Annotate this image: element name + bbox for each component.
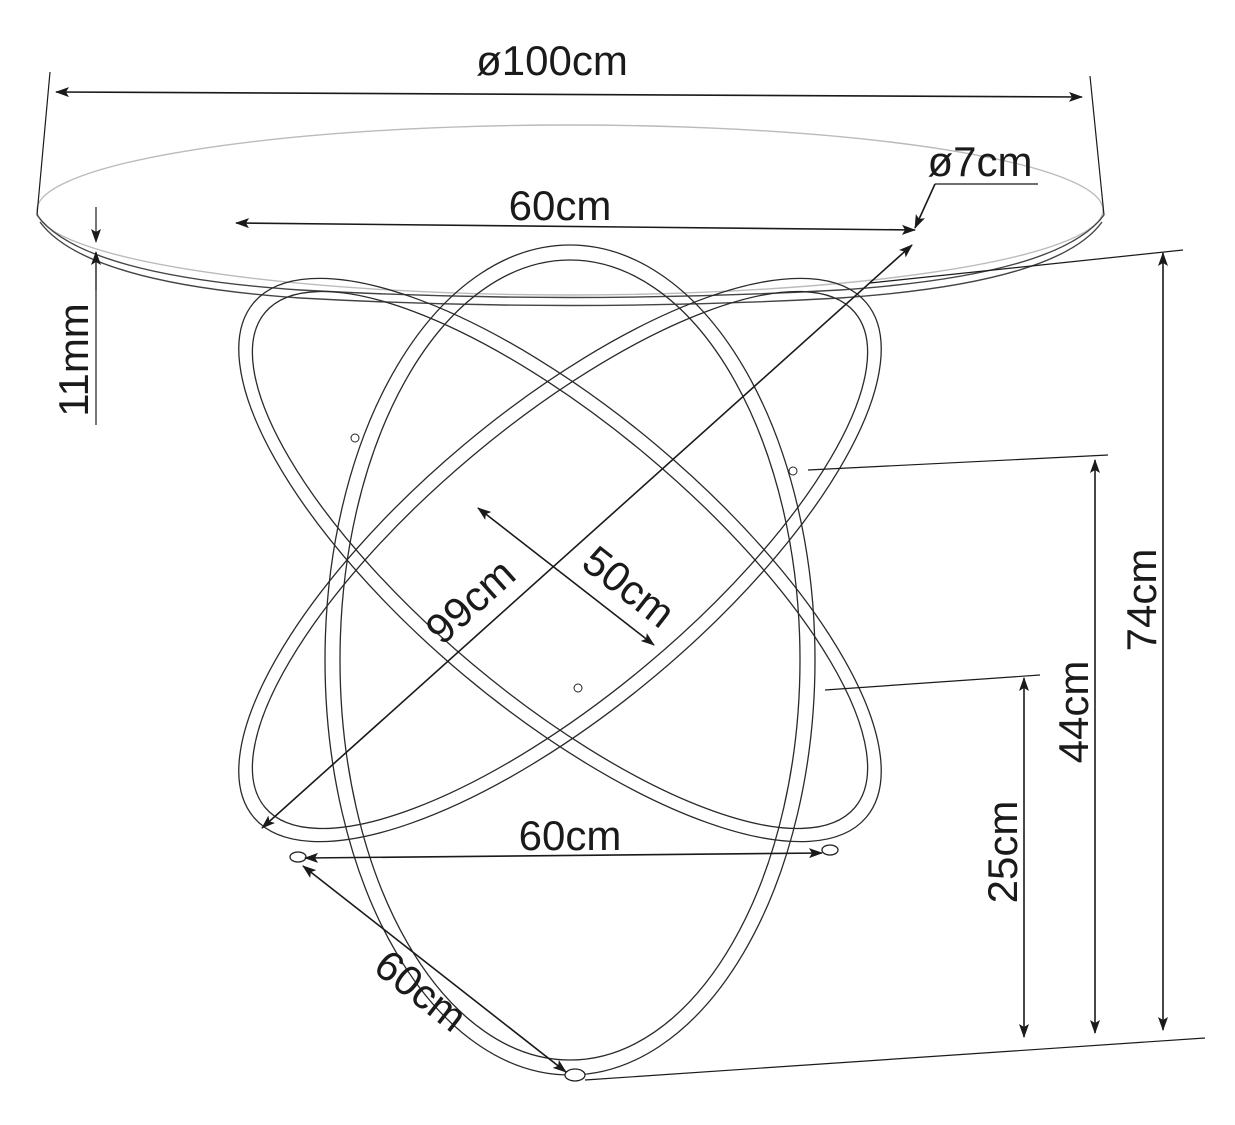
dim-glass-thickness: 11mm <box>50 207 101 425</box>
svg-text:99cm: 99cm <box>416 549 524 653</box>
svg-text:44cm: 44cm <box>1050 661 1097 764</box>
dim-total-height: 74cm <box>1118 252 1168 1031</box>
svg-text:74cm: 74cm <box>1118 549 1165 652</box>
dim-low-height: 25cm <box>979 677 1029 1038</box>
svg-text:50cm: 50cm <box>574 536 684 636</box>
svg-text:11mm: 11mm <box>50 303 97 417</box>
dim-tube-diameter: ø7cm <box>914 138 1038 229</box>
dim-base-side-span: 60cm <box>302 865 567 1073</box>
svg-text:ø7cm: ø7cm <box>928 138 1033 185</box>
dim-top-diameter: ø100cm <box>36 37 1105 216</box>
dim-base-front-span: 60cm <box>304 812 823 863</box>
dim-upper-ring-span: 60cm <box>235 182 916 235</box>
svg-text:25cm: 25cm <box>979 801 1026 904</box>
dim-mid-height: 44cm <box>1050 459 1100 1034</box>
svg-text:60cm: 60cm <box>519 812 622 859</box>
svg-text:60cm: 60cm <box>509 182 612 229</box>
height-reference-lines <box>584 249 1206 1081</box>
ring-base-frame <box>238 244 882 1082</box>
dim-ring-diagonal: 99cm <box>261 244 913 829</box>
svg-text:ø100cm: ø100cm <box>476 37 628 84</box>
svg-text:60cm: 60cm <box>366 940 476 1040</box>
